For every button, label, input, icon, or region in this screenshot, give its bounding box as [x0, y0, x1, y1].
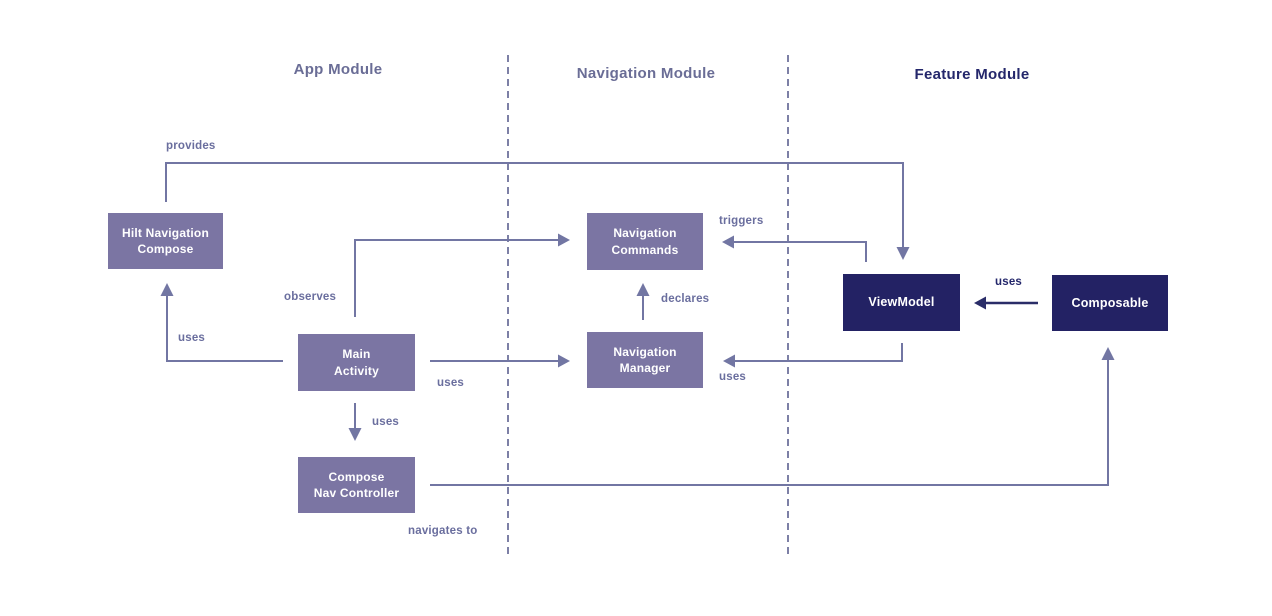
edge-hilt-uses	[160, 283, 283, 362]
module-title-navigation: Navigation Module	[576, 65, 716, 82]
edge-manager-uses	[430, 354, 570, 368]
module-title-app: App Module	[293, 61, 383, 78]
edge-controller-uses	[348, 403, 362, 441]
edge-label-declares: declares	[661, 293, 710, 305]
edge-viewmodel-uses	[723, 343, 903, 368]
node-navigation-manager: Navigation Manager	[587, 332, 703, 388]
node-composable: Composable	[1052, 275, 1168, 331]
node-compose-nav-controller: Compose Nav Controller	[298, 457, 415, 513]
edge-navigates-to	[430, 347, 1115, 486]
edge-composable-uses	[974, 296, 1038, 310]
edge-label-provides: provides	[166, 140, 216, 152]
edge-declares	[636, 283, 650, 320]
edge-label-manager-uses: uses	[437, 377, 465, 389]
node-navigation-commands: Navigation Commands	[587, 213, 703, 270]
edge-observes	[354, 233, 570, 317]
edge-label-hilt-uses: uses	[178, 332, 206, 344]
node-viewmodel: ViewModel	[843, 274, 960, 331]
edge-provides	[165, 162, 910, 260]
module-title-feature: Feature Module	[914, 66, 1030, 83]
edge-label-observes: observes	[284, 291, 337, 303]
edge-label-triggers: triggers	[719, 215, 764, 227]
node-hilt-navigation-compose: Hilt Navigation Compose	[108, 213, 223, 269]
edge-label-viewmodel-uses: uses	[719, 371, 747, 383]
edge-label-composable-uses: uses	[995, 276, 1023, 288]
node-main-activity: Main Activity	[298, 334, 415, 391]
edge-label-controller-uses: uses	[372, 416, 400, 428]
edge-triggers	[722, 235, 867, 262]
edge-label-navigates-to: navigates to	[408, 525, 478, 537]
